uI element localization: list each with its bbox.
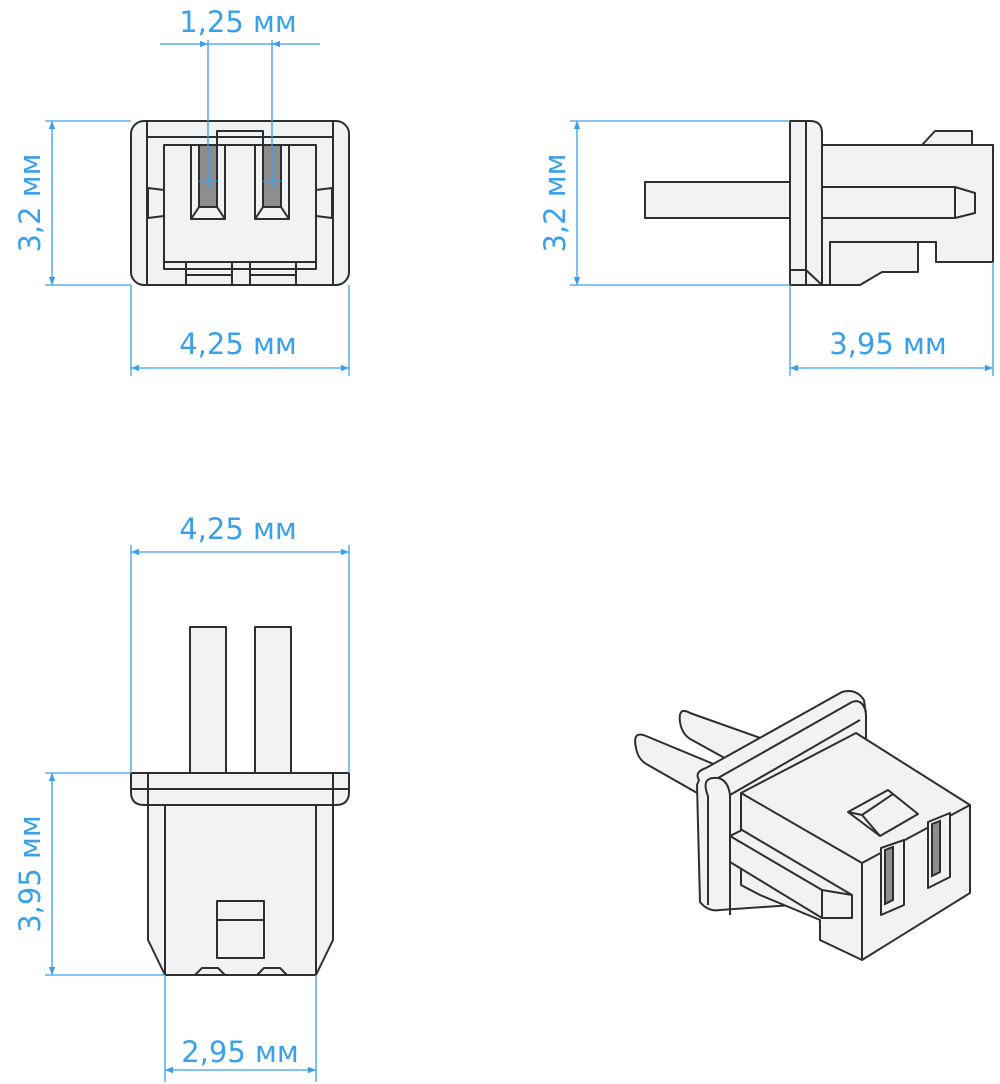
dimension-bottom-length: 3,95 мм — [13, 772, 165, 976]
dimension-label: 4,25 мм — [179, 327, 297, 361]
dimension-label: 4,25 мм — [179, 512, 297, 546]
dimension-bottom-body-width: 2,95 мм — [164, 975, 317, 1082]
bottom-view — [130, 626, 350, 976]
dimension-label: 3,2 мм — [538, 153, 572, 252]
dimension-front-width: 4,25 мм — [130, 285, 350, 376]
dimension-front-height: 3,2 мм — [13, 120, 131, 286]
dimension-side-length: 3,95 мм — [789, 262, 994, 376]
side-view — [644, 120, 994, 286]
dimension-side-height: 3,2 мм — [538, 120, 790, 286]
dimension-label: 3,2 мм — [13, 153, 47, 252]
dimension-label: 1,25 мм — [179, 5, 297, 39]
front-view — [130, 120, 350, 286]
dimension-label: 3,95 мм — [829, 327, 947, 361]
isometric-view — [634, 690, 971, 961]
dimension-front-pitch: 1,25 мм — [160, 5, 320, 190]
dimension-label: 2,95 мм — [181, 1035, 299, 1069]
dimension-label: 3,95 мм — [13, 815, 47, 933]
dimension-bottom-width: 4,25 мм — [130, 512, 350, 773]
